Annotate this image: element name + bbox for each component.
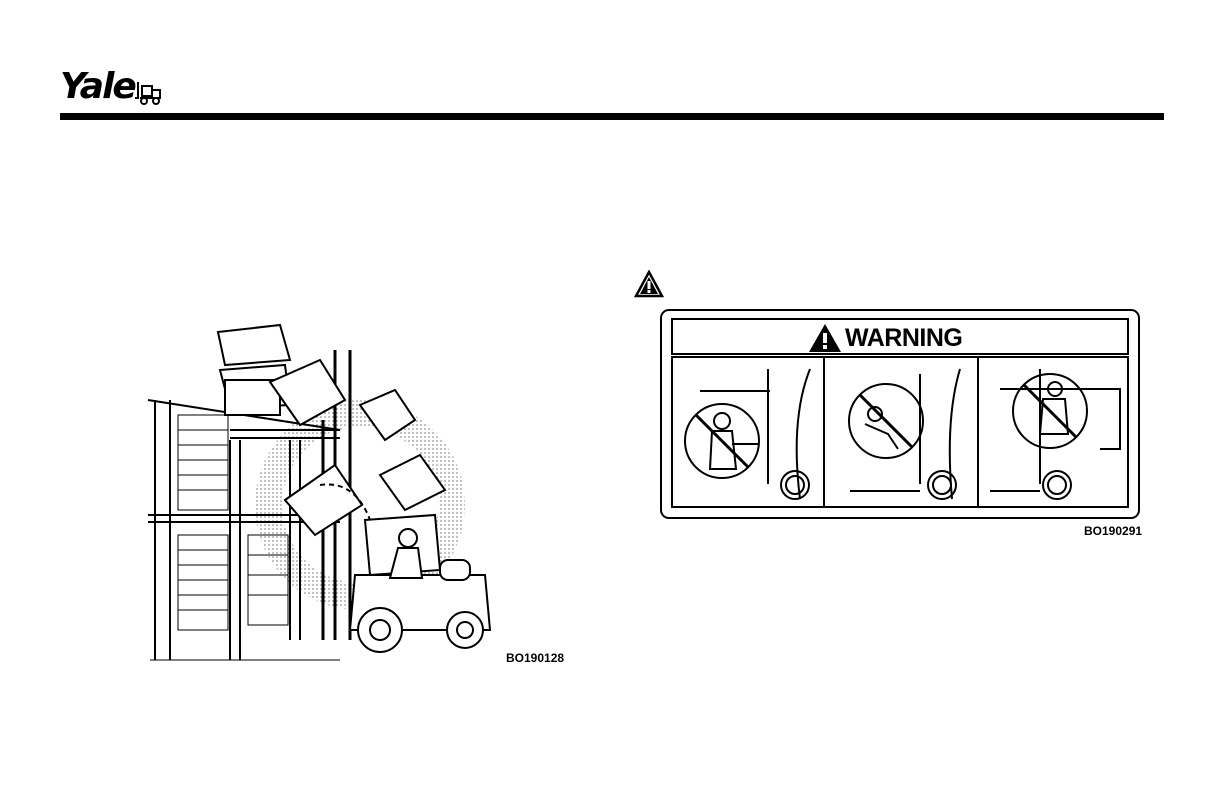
decal-title: WARNING <box>845 324 962 353</box>
decal-warning-triangle-icon <box>808 323 842 353</box>
header-rule <box>60 113 1164 120</box>
yale-logo: Yale <box>60 70 170 110</box>
figure-code-left: BO190128 <box>506 651 564 665</box>
brand-name: Yale <box>60 66 135 107</box>
figure-code-right: BO190291 <box>1084 524 1142 538</box>
forklift-mark-icon <box>134 80 164 106</box>
falling-load-illustration <box>140 320 590 665</box>
warning-triangle-icon <box>634 270 664 298</box>
